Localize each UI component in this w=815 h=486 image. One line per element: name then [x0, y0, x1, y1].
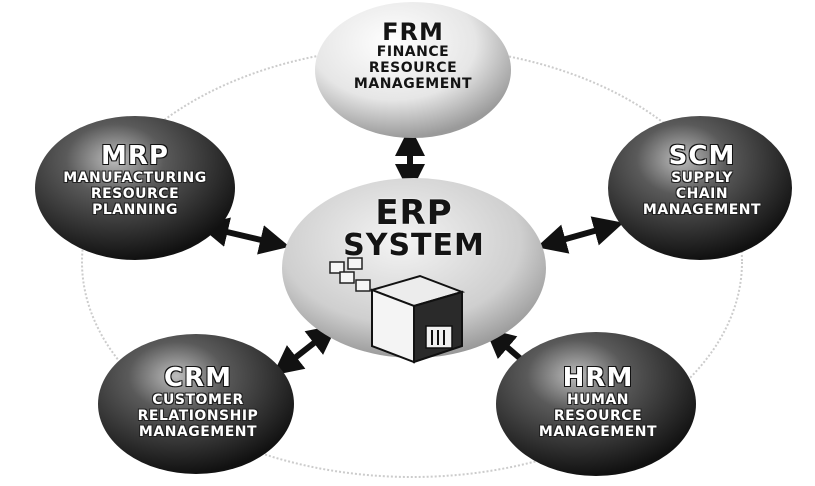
- erp-line2: SYSTEM: [343, 228, 485, 263]
- module-line: SUPPLY: [671, 170, 733, 186]
- arrow-scm: [536, 216, 624, 254]
- module-abbr: CRM: [164, 363, 232, 393]
- module-line: MANAGEMENT: [538, 424, 658, 440]
- sphere-crm: [98, 334, 294, 474]
- module-line: RESOURCE: [90, 186, 180, 202]
- sphere-erp: [282, 178, 546, 358]
- module-line: HUMAN: [566, 392, 630, 408]
- windows-icon: [329, 257, 371, 292]
- module-abbr: FRM: [382, 18, 444, 46]
- arrow-mrp: [198, 217, 290, 255]
- module-line: RELATIONSHIP: [137, 408, 259, 424]
- erp-line1: ERP: [375, 193, 453, 233]
- module-abbr: SCM: [668, 141, 736, 171]
- module-scm-label: SCM SUPPLY CHAIN MANAGEMENT: [612, 141, 792, 219]
- module-abbr: HRM: [562, 363, 634, 393]
- module-hrm-label: HRM HUMAN RESOURCE MANAGEMENT: [500, 363, 696, 441]
- module-abbr: MRP: [101, 141, 169, 171]
- module-line: RESOURCE: [553, 408, 643, 424]
- module-line: MANUFACTURING: [63, 170, 207, 186]
- module-line: FINANCE: [376, 44, 450, 60]
- sphere-scm: [608, 116, 792, 260]
- module-line: PLANNING: [92, 202, 178, 218]
- module-line: MANAGEMENT: [138, 424, 258, 440]
- module-line: RESOURCE: [368, 60, 458, 76]
- module-frm-label: FRM FINANCE RESOURCE MANAGEMENT: [318, 20, 508, 92]
- module-line: CHAIN: [675, 186, 729, 202]
- erp-center-label: ERP SYSTEM: [334, 196, 494, 262]
- sphere-hrm: [496, 332, 696, 476]
- arrow-crm: [272, 324, 338, 376]
- module-crm-label: CRM CUSTOMER RELATIONSHIP MANAGEMENT: [100, 363, 296, 441]
- server-icon: [368, 274, 466, 364]
- module-line: MANAGEMENT: [642, 202, 762, 218]
- module-line: CUSTOMER: [152, 392, 244, 408]
- module-mrp-label: MRP MANUFACTURING RESOURCE PLANNING: [20, 141, 250, 219]
- sphere-mrp: [35, 116, 235, 260]
- sphere-frm: [315, 2, 511, 138]
- module-line: MANAGEMENT: [353, 76, 473, 92]
